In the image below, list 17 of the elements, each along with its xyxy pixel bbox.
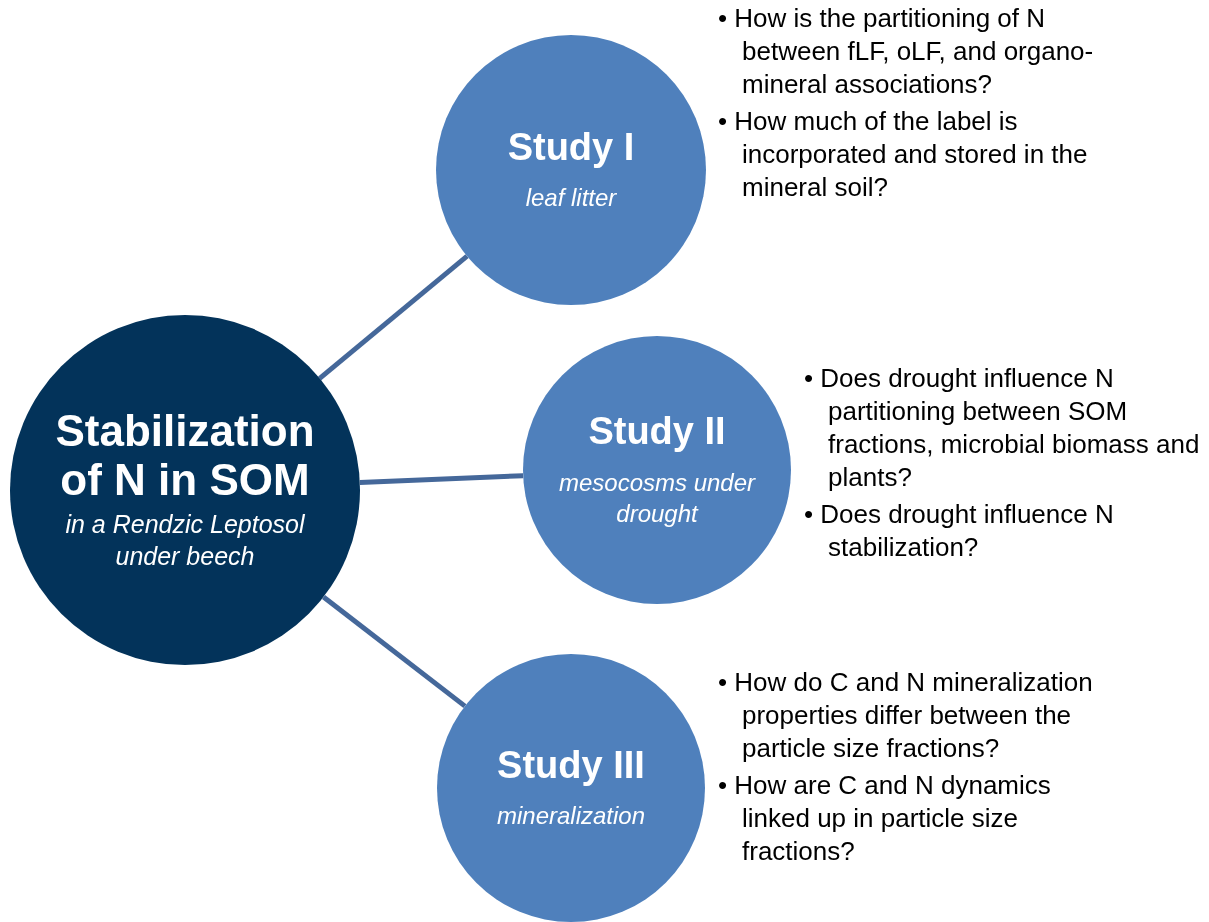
circle-title: Study III: [497, 744, 645, 787]
question-bullet-text: • How is the partitioning of N between fLF, oLF, and organo-mineral associations?: [718, 2, 1095, 101]
circle-subtitle: leaf litter: [525, 183, 617, 214]
circle-subtitle: in a Rendzic Leptosol under beech: [64, 508, 306, 573]
question-bullet-text: • Does drought influence N stabilization?: [804, 498, 1115, 564]
circle-title: Study I: [507, 126, 635, 169]
connector-line: [318, 254, 469, 381]
connector-line: [322, 594, 467, 709]
circle-subtitle: mineralization: [496, 801, 646, 832]
question-bullet-text: • How are C and N dynamics linked up in particle size fractions?: [718, 769, 1052, 868]
question-bullet-text: • How do C and N mineralization properties differ between the particle size fractions?: [718, 666, 1094, 765]
question-bullet-text: • Does drought influence N partitioning between SOM fractions, microbial biomass and plants?: [804, 362, 1201, 494]
connector-line: [359, 473, 524, 486]
circle-title: Study II: [588, 410, 726, 453]
circle-title: Stabilization of N in SOM: [54, 407, 316, 504]
circle-subtitle: mesocosms under drought: [557, 467, 757, 529]
question-bullet-text: • How much of the label is incorporated and stored in the mineral soil?: [718, 105, 1089, 204]
